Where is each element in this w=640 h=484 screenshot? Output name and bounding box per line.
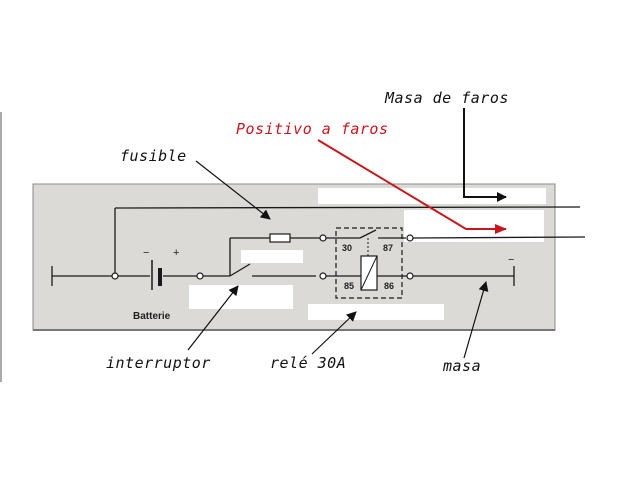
arrow-positivo-faros xyxy=(317,139,507,234)
label-fusible: fusible xyxy=(120,147,187,165)
battery-plus-sign: + xyxy=(173,247,180,259)
battery-label: Batterie xyxy=(133,311,171,322)
label-masa: masa xyxy=(443,357,482,375)
label-masa-faros: Masa de faros xyxy=(385,89,509,107)
relay-pin87-node xyxy=(406,234,414,242)
patch-bottom-left xyxy=(189,285,293,309)
label-positivo-faros: Positivo a faros xyxy=(236,120,389,138)
patch-right xyxy=(404,210,544,242)
relay-pin-85-label: 85 xyxy=(344,281,355,291)
arrow-masa-faros xyxy=(463,108,507,202)
arrow-interruptor xyxy=(187,285,239,351)
battery-plate-short xyxy=(158,268,162,286)
relay-pin85-node xyxy=(319,272,327,280)
relay-pin-30-label: 30 xyxy=(342,243,353,253)
relay-contact-blade xyxy=(359,229,377,239)
wire-positivo-faros xyxy=(412,236,586,239)
battery-minus-sign: − xyxy=(143,247,150,259)
relay-pin-87-label: 87 xyxy=(383,243,394,253)
relay-pin-86-label: 86 xyxy=(384,281,395,291)
relay-pin86-node xyxy=(406,272,414,280)
arrow-masa xyxy=(463,281,489,359)
relay-coil-diag xyxy=(360,255,378,291)
relay-box xyxy=(335,227,403,299)
node-left xyxy=(111,272,119,280)
switch-node-left xyxy=(196,272,204,280)
patch-bottom-mid xyxy=(308,304,444,320)
label-rele: relé 30A xyxy=(270,354,347,372)
label-interruptor: interruptor xyxy=(106,354,211,372)
ground-minus-sign: − xyxy=(508,254,515,266)
arrow-rele xyxy=(311,311,357,355)
patch-switch xyxy=(241,250,303,263)
fuse-symbol xyxy=(269,233,291,243)
patch-top xyxy=(318,188,546,204)
wire-masa-faros xyxy=(114,206,581,209)
switch-blade xyxy=(229,263,251,277)
arrow-fusible xyxy=(195,160,271,220)
relay-pin30-node xyxy=(319,234,327,242)
